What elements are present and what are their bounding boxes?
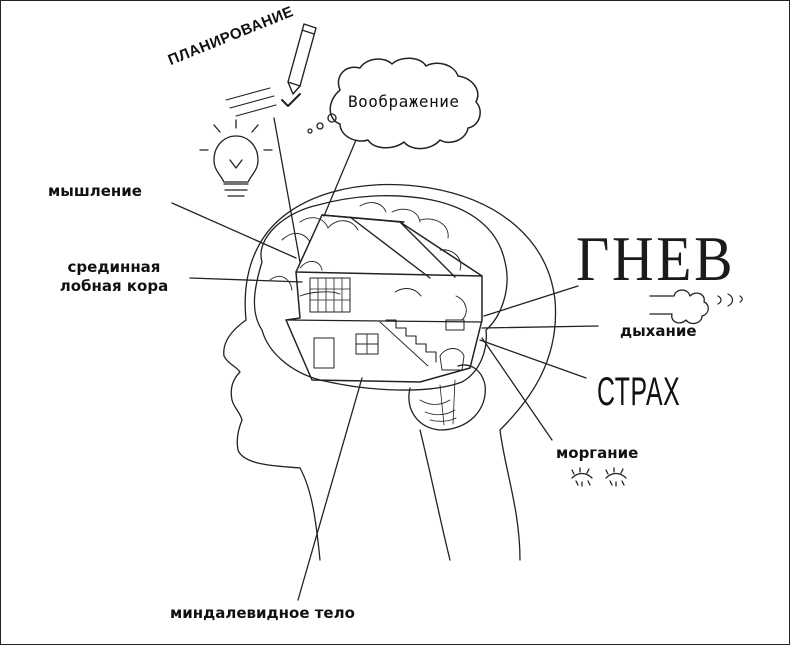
neck-line [419, 429, 451, 561]
label-thinking: мышление [48, 182, 142, 200]
house-roof-ridge [321, 214, 456, 279]
label-prefrontal-line1: срединная [67, 258, 161, 276]
leader-fear [479, 339, 587, 379]
blinking-eyes-icon [571, 467, 627, 487]
list-lines [225, 87, 277, 117]
pencil-icon [287, 23, 317, 95]
label-breathing: дыхание [620, 322, 697, 340]
cerebellum [408, 364, 486, 431]
thought-bubble-2 [316, 122, 324, 130]
brain-folds [269, 202, 467, 321]
leader-breathing [481, 325, 599, 329]
thought-bubble-3 [307, 128, 313, 134]
thought-cloud [329, 57, 481, 150]
house-walls [285, 271, 483, 383]
thought-bubble-1 [327, 113, 337, 123]
leader-planning [273, 117, 301, 263]
head-profile [223, 183, 557, 561]
downstairs-cabinet [313, 337, 335, 369]
brain-outline [253, 195, 508, 391]
label-prefrontal-cortex: срединная лобная кора [50, 258, 178, 296]
light-bulb-icon [199, 119, 273, 197]
leader-anger [483, 285, 579, 317]
label-prefrontal-line2: лобная кора [59, 277, 169, 295]
house-floor [285, 319, 483, 323]
label-anger: ГНЕВ [576, 223, 736, 294]
check-icon [281, 93, 301, 107]
label-blinking: моргание [556, 444, 639, 462]
leader-blinking [481, 337, 553, 441]
label-amygdala: миндалевидное тело [170, 604, 355, 622]
staircase [385, 319, 437, 363]
bookshelf [309, 277, 351, 313]
leader-thinking [171, 202, 297, 259]
house-roof [295, 214, 483, 277]
label-fear: СТРАХ [597, 370, 681, 414]
cerebellum-folds [419, 379, 457, 426]
leader-prefrontal [189, 277, 303, 283]
leader-amygdala [297, 377, 363, 601]
leader-imagination [323, 139, 357, 217]
steam-puff [649, 289, 709, 325]
label-imagination: Воображение [348, 92, 460, 111]
screen-window [445, 319, 465, 331]
